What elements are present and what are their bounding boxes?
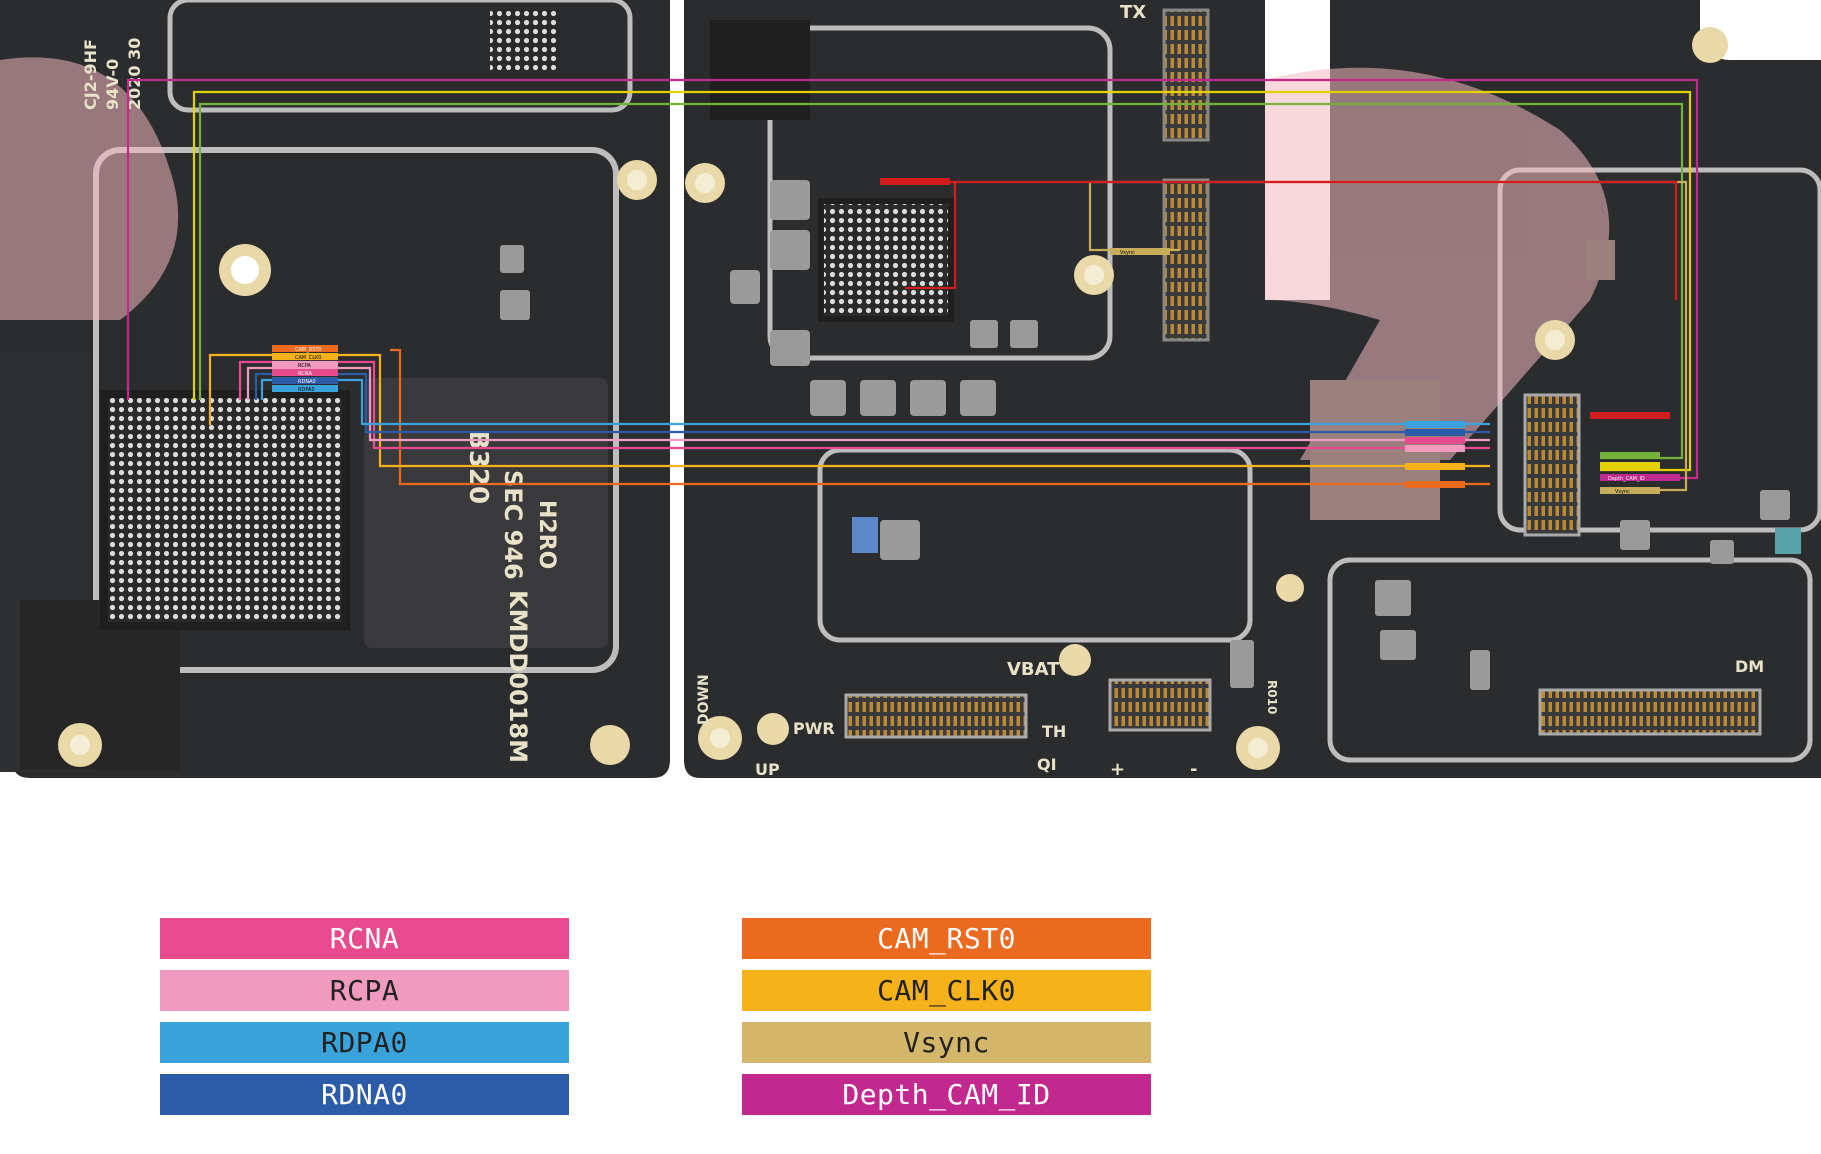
- trace-yellow: [192, 90, 1692, 472]
- tag-rdpa0: RDPA0: [298, 387, 315, 393]
- mounting-pads: [58, 27, 1728, 770]
- pcb-board-photo: H2RO SEC 946 B320 KMDD0018M: [0, 0, 1821, 780]
- silk-code: CJ2-9HF: [81, 39, 100, 110]
- top-small-bga: [490, 10, 560, 70]
- silk-rating: 94V-0: [103, 59, 122, 110]
- silk-minus: -: [1190, 759, 1197, 780]
- legend-item-rdpa0: RDPA0: [160, 1022, 569, 1063]
- chip-marking-1: H2RO: [534, 500, 559, 569]
- legend-column-left: RCNA RCPA RDPA0 RDNA0: [160, 918, 569, 1126]
- soc-bga-chip: [100, 390, 350, 630]
- connectors: [844, 8, 1762, 739]
- legend-item-rcpa: RCPA: [160, 970, 569, 1011]
- tag-cam-clk0: CAM_CLK0: [295, 355, 321, 361]
- silk-vbat: VBAT: [1007, 659, 1060, 680]
- chip-marking-2: SEC 946: [499, 470, 527, 580]
- tag-cam-rst0: CAM_RST0: [295, 347, 322, 353]
- silk-down: DOWN: [696, 674, 712, 725]
- tag-rcna: RCNA: [298, 371, 312, 377]
- silk-up: UP: [755, 760, 780, 779]
- teal-component: [1775, 528, 1801, 554]
- legend-item-vsync: Vsync: [742, 1022, 1151, 1063]
- legend-column-right: CAM_RST0 CAM_CLK0 Vsync Depth_CAM_ID: [742, 918, 1151, 1126]
- tag-rdna0: RDNA0: [298, 379, 316, 385]
- signal-legend: RCNA RCPA RDPA0 RDNA0 CAM_RST0 CAM_CLK0 …: [0, 918, 1821, 1118]
- silk-plus: +: [1110, 759, 1125, 780]
- trace-rdna0: [254, 372, 1490, 434]
- trace-rcna: [238, 360, 1490, 450]
- silk-pwr: PWR: [793, 719, 835, 738]
- tag-vsync-right: Vsync: [1615, 489, 1630, 495]
- passive-components: [500, 180, 1790, 690]
- silk-dm: DM: [1735, 657, 1764, 676]
- silk-th: TH: [1042, 722, 1066, 741]
- tag-rcpa: RCPA: [298, 363, 311, 369]
- silkscreen-labels: TX VBAT PWR TH DOWN UP QI + - DM 2020 30…: [81, 2, 1764, 780]
- silk-qi: QI: [1037, 755, 1057, 774]
- trace-rcpa: [246, 366, 1490, 442]
- legend-item-rcna: RCNA: [160, 918, 569, 959]
- tag-depth-cam-id: Depth_CAM_ID: [1608, 476, 1645, 482]
- silk-date: 2020 30: [125, 38, 144, 110]
- trace-rdpa0: [260, 378, 1490, 426]
- blue-component: [852, 517, 878, 553]
- silk-r010: R010: [1265, 680, 1279, 714]
- memory-chip: H2RO SEC 946 B320 KMDD0018M: [364, 378, 608, 763]
- small-bga-chip: [818, 198, 954, 322]
- legend-item-cam-clk0: CAM_CLK0: [742, 970, 1151, 1011]
- tag-vsync-top: Vsync: [1120, 250, 1135, 256]
- silk-tx: TX: [1120, 2, 1146, 23]
- trace-cam-rst0: [390, 348, 1490, 486]
- chip-marking-4: KMDD0018M: [504, 590, 532, 763]
- board-net-tags: CAM_RST0 CAM_CLK0 RCPA RCNA RDNA0 RDPA0 …: [272, 178, 1680, 495]
- watermark-logo: [0, 57, 1615, 520]
- legend-item-cam-rst0: CAM_RST0: [742, 918, 1151, 959]
- legend-item-depth-cam-id: Depth_CAM_ID: [742, 1074, 1151, 1115]
- trace-cam-clk0: [208, 353, 1490, 468]
- trace-red: [880, 180, 1678, 300]
- legend-item-rdna0: RDNA0: [160, 1074, 569, 1115]
